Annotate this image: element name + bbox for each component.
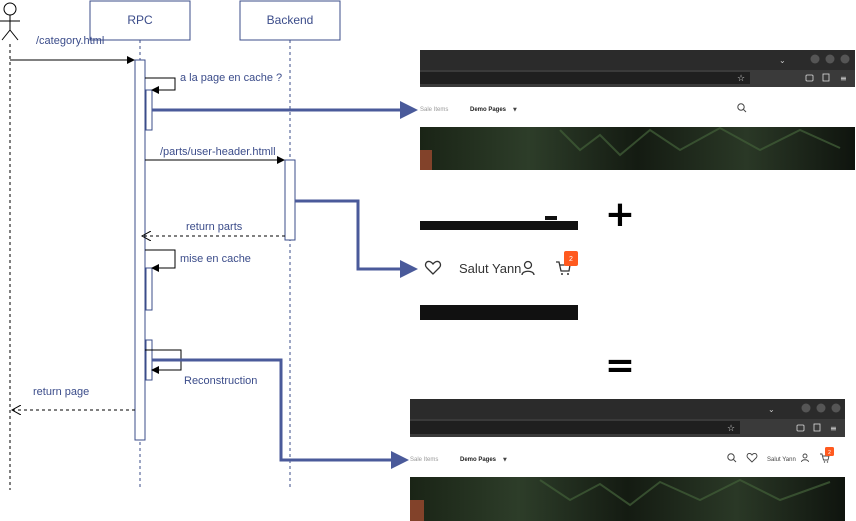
extensions-icon (822, 73, 830, 82)
nav-item-sale: Sale Items (410, 457, 438, 463)
caret-down-icon: ▼ (513, 107, 517, 113)
rpc-activation-cache-check (145, 89, 153, 131)
nav-item-sale: Sale Items (420, 107, 448, 113)
participant-backend-label: Backend (267, 13, 314, 27)
message-caching-label: mise en cache (180, 253, 251, 265)
message-cache-check-label: a la page en cache ? (180, 72, 282, 84)
message-return-parts-label: return parts (186, 221, 243, 233)
message-reconstruction-label: Reconstruction (184, 375, 257, 387)
hero-image (410, 477, 845, 521)
equals-operator: = (605, 345, 635, 386)
message-request-label: /category.html (36, 35, 104, 47)
menu-icon: ≡ (830, 424, 837, 433)
search-icon (727, 453, 737, 463)
star-icon: ☆ (737, 74, 745, 84)
header-part-fragment: Salut Yann 2 (420, 216, 578, 320)
connector-arrow-result (152, 358, 409, 469)
minimize-icon (810, 54, 820, 64)
connector-arrow-cached-page (152, 101, 418, 119)
chevron-down-icon: ⌄ (768, 405, 775, 414)
message-parts-request-label: /parts/user-header.htmll (160, 146, 276, 158)
heart-icon (746, 453, 758, 463)
message-cache-check-arrow (145, 77, 176, 94)
nav-item-demo: Demo Pages (460, 457, 497, 463)
close-icon (831, 403, 841, 413)
maximize-icon (816, 403, 826, 413)
user-icon (801, 453, 809, 463)
pocket-icon (805, 74, 814, 82)
backend-activation (284, 159, 296, 241)
reconstructed-page-screenshot: ⌄ ☆ ≡ Sale Items Demo Pages ▼ Salut Yann… (410, 399, 845, 521)
rpc-activation-main (134, 59, 146, 441)
cart-badge (825, 447, 834, 456)
star-icon: ☆ (727, 424, 735, 434)
plus-operator: + (605, 194, 635, 235)
participant-rpc: RPC (89, 0, 191, 41)
message-caching-arrow (145, 249, 176, 272)
close-icon (840, 54, 850, 64)
header-greeting: Salut Yann (459, 261, 521, 276)
minimize-icon (801, 403, 811, 413)
message-return-page-label: return page (33, 386, 89, 398)
heart-icon (424, 260, 442, 275)
actor-user (0, 2, 20, 41)
rpc-activation-reconstruction (145, 339, 153, 381)
user-icon (521, 260, 535, 276)
rpc-activation-caching (145, 267, 153, 311)
menu-icon: ≡ (840, 74, 847, 83)
hero-image (420, 127, 855, 170)
cached-page-screenshot: ⌄ ☆ ≡ Sale Items Demo Pages ▼ (420, 50, 855, 170)
cart-count: 2 (828, 450, 831, 456)
header-greeting: Salut Yann (767, 457, 796, 463)
caret-down-icon: ▼ (503, 457, 507, 463)
connector-arrow-header-part (295, 199, 418, 278)
pocket-icon (796, 424, 805, 432)
cart-badge (564, 251, 578, 266)
cart-count: 2 (569, 256, 573, 263)
maximize-icon (825, 54, 835, 64)
search-icon (737, 103, 747, 113)
extensions-icon (813, 423, 821, 432)
nav-item-demo: Demo Pages (470, 107, 507, 113)
participant-backend: Backend (239, 0, 341, 41)
chevron-down-icon: ⌄ (779, 56, 786, 65)
participant-rpc-label: RPC (127, 13, 153, 27)
